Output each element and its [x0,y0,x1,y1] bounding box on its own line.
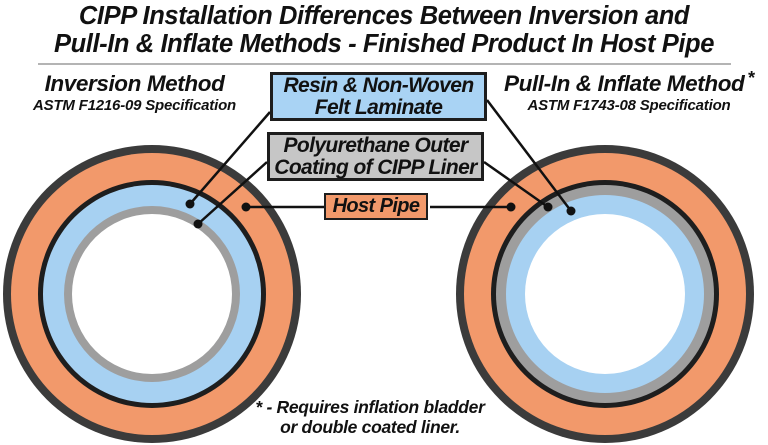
laminate-dot-left [185,199,195,209]
coating-label-line-2: Coating of CIPP Liner [274,155,477,179]
title-line-1: CIPP Installation Differences Between In… [78,2,690,30]
pullin-method-heading: Pull-In & Inflate Method* ASTM F1743-08 … [496,68,762,115]
laminate-connector-right [486,99,572,212]
footnote-line-1: * - Requires inflation bladder [255,397,485,417]
polyurethane-coating-label-box: Polyurethane Outer Coating of CIPP Liner [267,132,484,181]
coating-connector-left [197,161,268,225]
inversion-method-heading: Inversion Method ASTM F1216-09 Specifica… [12,71,257,115]
title-divider [38,63,731,65]
pullin-method-asterisk: * [747,68,754,88]
right-pipe-interior [525,214,685,374]
laminate-label-line-1: Resin & Non-Woven [283,73,474,97]
coating-dot-right [543,202,553,212]
hostpipe-dot-right [506,202,516,212]
left-pipe-interior [72,214,232,374]
host-pipe-label-text: Host Pipe [332,195,420,218]
pullin-method-name: Pull-In & Inflate Method* [496,68,762,97]
inversion-method-spec: ASTM F1216-09 Specification [33,96,236,114]
resin-felt-laminate-label-box: Resin & Non-Woven Felt Laminate [270,72,487,121]
coating-label-line-1: Polyurethane Outer [283,133,468,157]
footnote: * - Requires inflation bladder or double… [250,397,490,437]
pullin-pipe-cross-section [456,145,754,443]
footnote-line-2: or double coated liner. [280,417,460,438]
pullin-method-name-text: Pull-In & Inflate Method [504,71,745,96]
laminate-label-line-2: Felt Laminate [314,95,443,119]
host-pipe-label-box: Host Pipe [324,193,428,220]
pullin-method-spec: ASTM F1743-08 Specification [527,96,731,114]
page-title: CIPP Installation Differences Between In… [0,2,768,58]
laminate-connector-left [189,111,271,205]
inversion-method-name: Inversion Method [44,71,225,96]
coating-connector-right [483,160,549,209]
title-line-2: Pull-In & Inflate Methods - Finished Pro… [53,29,715,58]
connector-lines [189,99,572,225]
inversion-pipe-cross-section [3,145,301,443]
coating-dot-left [193,219,203,229]
hostpipe-dot-left [241,202,251,212]
laminate-dot-right [566,206,576,216]
connector-dots [185,199,576,229]
